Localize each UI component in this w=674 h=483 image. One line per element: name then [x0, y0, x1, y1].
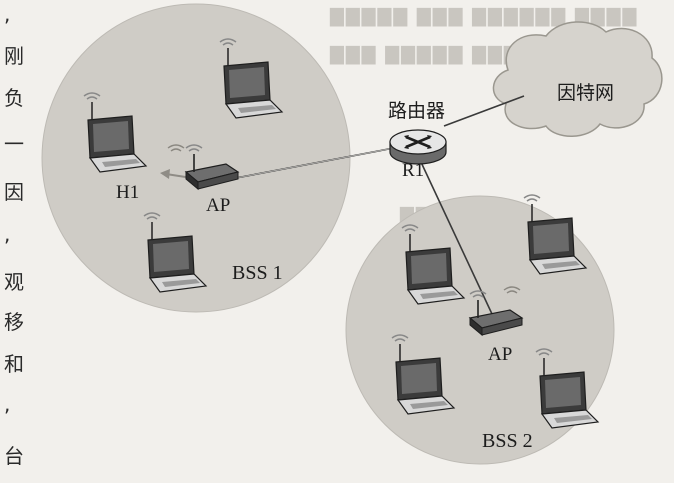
- margin-char: 因: [4, 180, 24, 204]
- internet-label: 因特网: [557, 82, 615, 104]
- margin-char: 台: [4, 444, 24, 468]
- margin-char: 负: [4, 86, 24, 110]
- bss1-label: BSS 1: [232, 262, 283, 284]
- bss1-region: [41, 3, 351, 313]
- margin-char: 观: [4, 270, 24, 294]
- link-ap1-router-highlight: [235, 147, 395, 179]
- bg-text-line: ▇▇▇▇▇ ▇▇▇ ▇▇▇▇▇▇ ▇▇▇▇: [330, 6, 639, 27]
- wireless-waves-icon: [503, 286, 521, 294]
- margin-char: ,: [4, 2, 11, 26]
- arrowhead-icon: [160, 169, 170, 179]
- internet-cloud: [492, 21, 663, 137]
- margin-char: 移: [4, 310, 24, 334]
- margin-char: 和: [4, 352, 24, 376]
- margin-char: ,: [4, 222, 11, 246]
- link-router-ap2: [419, 159, 493, 315]
- margin-text-column: , 刚 负 一 因 , 观 移 和 , 台: [0, 0, 30, 483]
- margin-char: 一: [4, 132, 24, 156]
- ap1-label: AP: [206, 195, 231, 216]
- router-label: 路由器: [388, 100, 446, 122]
- link-router-internet: [443, 95, 525, 127]
- bss2-label: BSS 2: [482, 430, 533, 452]
- h1-label: H1: [116, 182, 140, 203]
- wireless-waves-icon: [167, 144, 185, 152]
- r1-label: R1: [402, 160, 425, 181]
- ap2-label: AP: [488, 344, 513, 365]
- router-icon: [389, 129, 447, 165]
- margin-char: 刚: [4, 44, 24, 68]
- margin-char: ,: [4, 392, 11, 416]
